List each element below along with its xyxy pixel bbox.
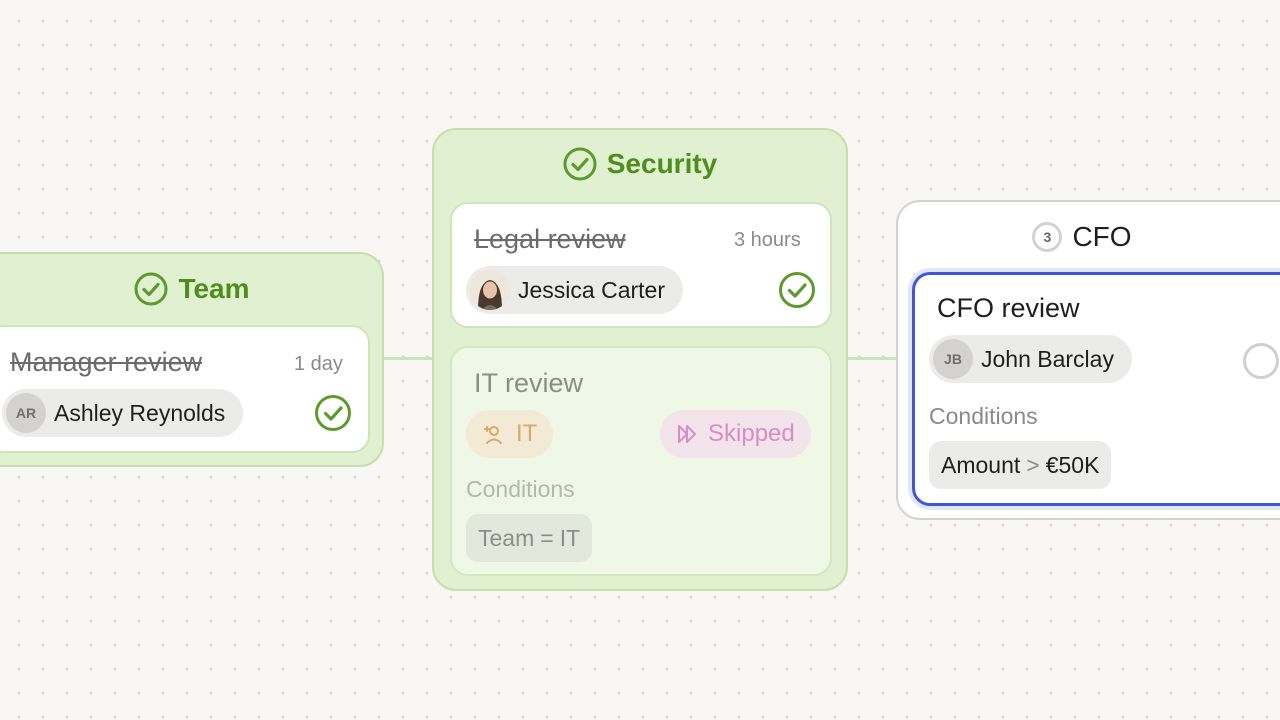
- step-title: Legal review: [474, 224, 626, 254]
- connector-team-security: [380, 357, 436, 360]
- condition-pill[interactable]: Amount > €50K: [929, 441, 1112, 489]
- approver-name: Jessica Carter: [518, 276, 665, 303]
- avatar: AR: [6, 393, 46, 433]
- stage-cfo-header: 3 CFO: [888, 221, 1276, 253]
- group-name: IT: [516, 420, 538, 447]
- step-duration: 3 hours: [734, 229, 801, 251]
- condition-field: Team: [478, 524, 535, 551]
- stage-security[interactable]: Security Legal review 3 hours Jessica Ca…: [432, 128, 848, 591]
- stage-team-header: Team: [2, 272, 382, 306]
- step-title: IT review: [474, 368, 584, 398]
- user-group-icon: [484, 426, 502, 444]
- check-circle-icon: [563, 147, 597, 181]
- conditions-label: Conditions: [929, 403, 1038, 429]
- condition-value: IT: [559, 524, 581, 551]
- avatar-photo: [470, 270, 510, 310]
- step-title: CFO review: [937, 293, 1080, 323]
- step-duration: 1 day: [294, 353, 343, 375]
- step-card-manager-review[interactable]: Manager review 1 day AR Ashley Reynolds: [0, 325, 370, 453]
- connector-security-cfo: [846, 357, 900, 360]
- step-card-cfo-review[interactable]: CFO review JB John Barclay Conditions Am…: [912, 272, 1280, 506]
- approved-check-icon: [779, 272, 815, 308]
- stage-cfo-title: CFO: [1072, 221, 1132, 252]
- check-circle-icon: [134, 272, 168, 306]
- conditions-label: Conditions: [466, 476, 575, 502]
- stage-security-title: Security: [606, 148, 718, 179]
- step-title: Manager review: [10, 347, 203, 377]
- pending-status-circle: [1243, 343, 1279, 379]
- condition-operator: >: [1026, 451, 1040, 478]
- skipped-badge: Skipped: [660, 410, 811, 458]
- approved-check-icon: [315, 395, 351, 431]
- stage-team[interactable]: Team Manager review 1 day AR Ashley Reyn…: [0, 252, 384, 467]
- condition-value: €50K: [1045, 451, 1100, 478]
- step-number-badge: 3: [1032, 222, 1063, 252]
- approver-chip[interactable]: Jessica Carter: [466, 266, 683, 314]
- skip-forward-icon: [678, 425, 696, 443]
- skipped-label: Skipped: [708, 420, 795, 447]
- step-card-legal-review[interactable]: Legal review 3 hours Jessica Carter: [450, 202, 832, 328]
- condition-field: Amount: [941, 451, 1021, 478]
- step-card-it-review[interactable]: IT review IT Skipped Conditions Team = I…: [450, 346, 832, 576]
- stage-team-title: Team: [178, 273, 250, 304]
- person-photo-icon: [470, 270, 510, 310]
- condition-pill[interactable]: Team = IT: [466, 514, 593, 562]
- approver-name: John Barclay: [981, 345, 1114, 372]
- approver-name: Ashley Reynolds: [54, 399, 226, 426]
- condition-operator: =: [540, 524, 554, 551]
- stage-security-header: Security: [434, 147, 846, 181]
- approver-chip[interactable]: AR Ashley Reynolds: [2, 389, 244, 437]
- avatar: JB: [933, 339, 973, 379]
- stage-cfo[interactable]: 3 CFO CFO review JB John Barclay Conditi…: [896, 200, 1280, 520]
- group-badge[interactable]: IT: [466, 410, 554, 458]
- approver-chip[interactable]: JB John Barclay: [929, 335, 1132, 383]
